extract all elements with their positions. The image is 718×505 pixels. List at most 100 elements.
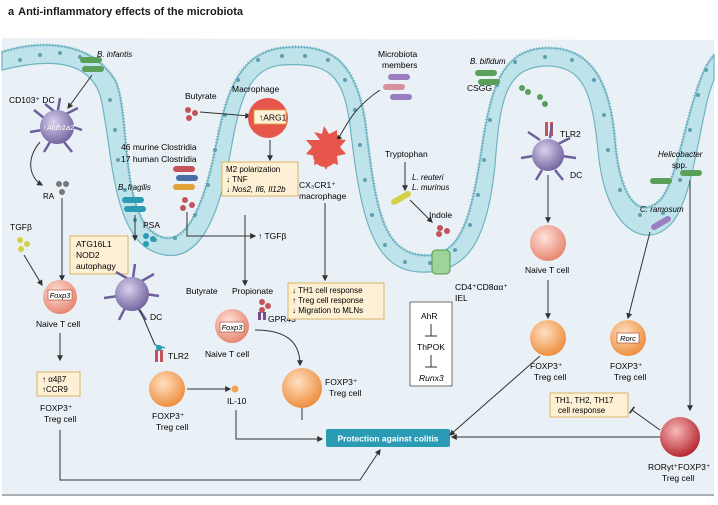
label-propionate: Propionate — [232, 286, 273, 296]
bacteria-helicobacter — [650, 170, 702, 184]
bacteria-b-fragilis — [122, 197, 146, 212]
label-spp: spp. — [672, 161, 687, 170]
label-gpr43: GPR43 — [268, 314, 296, 324]
psa-dots — [143, 233, 156, 247]
naive-t-cell-right — [530, 225, 566, 261]
bacteria-clostridia — [173, 166, 198, 190]
label-clostridia-human: 17 human Clostridia — [121, 154, 197, 164]
label-l-reuteri: L. reuteri — [412, 173, 444, 182]
label-foxp3-treg-bottom: FOXP3⁺ — [152, 411, 185, 421]
m2-box — [221, 161, 299, 197]
label-tgfb-mid: ↑ TGFβ — [258, 231, 286, 241]
tlr2-receptor-left — [155, 345, 163, 362]
label-a4b7: ↑ α4β7 — [42, 375, 67, 384]
treg-cell-mid — [282, 368, 322, 408]
label-cd103-dc: CD103⁺ DC — [9, 95, 55, 105]
label-ror-treg: Treg cell — [662, 473, 694, 483]
label-tlr2-right: TLR2 — [560, 129, 581, 139]
label-csgg: CSGG — [467, 83, 492, 93]
label-il10: IL-10 — [227, 396, 247, 406]
label-tgfb-left: TGFβ — [10, 222, 32, 232]
label-tryptophan: Tryptophan — [385, 149, 428, 159]
label-butyrate-mid: Butyrate — [186, 286, 218, 296]
label-tlr2-left: TLR2 — [168, 351, 189, 361]
label-rorc: Rorc — [620, 334, 636, 343]
label-naive-t-left: Naive T cell — [36, 319, 80, 329]
label-foxp3-mid: Foxp3 — [222, 323, 244, 332]
bacteria-lactobacillus — [391, 191, 411, 205]
propionate-dots — [259, 299, 271, 313]
label-migration: ↓ Migration to MLNs — [292, 306, 363, 315]
label-atg16l1: ATG16L1 — [76, 239, 112, 249]
butyrate-dots-clostridia — [180, 197, 195, 211]
panel-title-text: Anti-inflammatory effects of the microbi… — [18, 6, 244, 18]
label-ccr9: ↑CCR9 — [42, 385, 68, 394]
bacteria-microbiota — [383, 74, 412, 100]
label-arg1: ↑ARG1 — [259, 113, 287, 123]
label-thpok: ThPOK — [417, 342, 445, 352]
atg16l1-box — [69, 235, 129, 275]
label-m2-polarization: M2 polarization — [226, 165, 280, 174]
label-foxp3-treg-rorc: FOXP3⁺ — [610, 361, 643, 371]
il10-dot — [231, 385, 239, 393]
dendritic-cell-right — [520, 123, 577, 181]
label-butyrate-top: Butyrate — [185, 91, 217, 101]
label-ror-foxp3: RORγt⁺FOXP3⁺ — [648, 462, 711, 472]
label-foxp3-left: Foxp3 — [50, 291, 72, 300]
treg-cell-right — [530, 320, 566, 356]
label-b-bifidum: B. bifidum — [470, 57, 506, 66]
label-foxp3-treg-right: FOXP3⁺ — [530, 361, 563, 371]
label-treg-mid: Treg cell — [329, 388, 361, 398]
label-ra: RA — [43, 192, 55, 201]
integrin-box — [36, 371, 81, 397]
treg-cell-bottom-left — [149, 371, 185, 407]
label-cd4-cd8: CD4⁺CD8αα⁺ — [455, 282, 508, 292]
label-dc-right: DC — [570, 170, 582, 180]
bacteria-b-infantis — [80, 57, 104, 72]
label-members: members — [382, 60, 417, 70]
aldh-arrow: ↑ — [43, 123, 47, 132]
label-iel: IEL — [455, 293, 468, 303]
label-ahr: AhR — [421, 311, 438, 321]
label-foxp3-treg-mid: FOXP3⁺ — [325, 377, 358, 387]
label-aldh1a2: Aldh1a2 — [46, 123, 75, 132]
protection-box — [326, 429, 450, 447]
label-cx3cr1: CX₃CR1⁺ — [299, 180, 336, 190]
iel-cell — [431, 249, 451, 275]
label-nod2: NOD2 — [76, 250, 100, 260]
ahr-box — [409, 301, 453, 387]
label-helicobacter: Helicobacter — [658, 150, 703, 159]
label-treg-response: ↑ Treg cell response — [292, 296, 364, 305]
label-treg-left: Treg cell — [44, 414, 76, 424]
tgfb-dots — [17, 237, 30, 252]
protection-label: Protection against colitis — [337, 434, 438, 444]
th-response-box — [549, 392, 629, 418]
label-th-subsets: TH1, TH2, TH17 — [555, 396, 614, 405]
label-cx3cr1-macrophage: macrophage — [299, 191, 347, 201]
label-treg-bottom: Treg cell — [156, 422, 188, 432]
label-microbiota: Microbiota — [378, 49, 417, 59]
svg-text:↑Aldh1a2: ↑Aldh1a2 — [43, 123, 75, 132]
csgg-dots — [519, 85, 548, 107]
ror-treg-cell — [660, 417, 700, 457]
label-treg-rorc: Treg cell — [614, 372, 646, 382]
label-autophagy: autophagy — [76, 261, 116, 271]
label-th1-response: ↓ TH1 cell response — [292, 286, 363, 295]
label-psa: PSA — [143, 220, 160, 230]
bacteria-b-bifidum — [475, 70, 500, 85]
cx3cr1-macrophage — [306, 126, 346, 170]
label-indole: Indole — [429, 210, 452, 220]
label-clostridia-murine: 46 murine Clostridia — [121, 142, 197, 152]
dendritic-cell-left — [29, 97, 83, 153]
label-tnf: ↓ TNF — [226, 175, 248, 184]
label-l-murinus: L. murinus — [412, 183, 449, 192]
bacteria-c-ramosum — [651, 215, 671, 230]
label-dc-mid: DC — [150, 312, 162, 322]
label-cell-response: cell response — [558, 406, 606, 415]
label-c-ramosum: C. ramosum — [640, 205, 684, 214]
label-b-infantis: B. infantis — [97, 50, 132, 59]
label-macrophage: Macrophage — [232, 84, 280, 94]
butyrate-dots-top — [185, 107, 198, 121]
